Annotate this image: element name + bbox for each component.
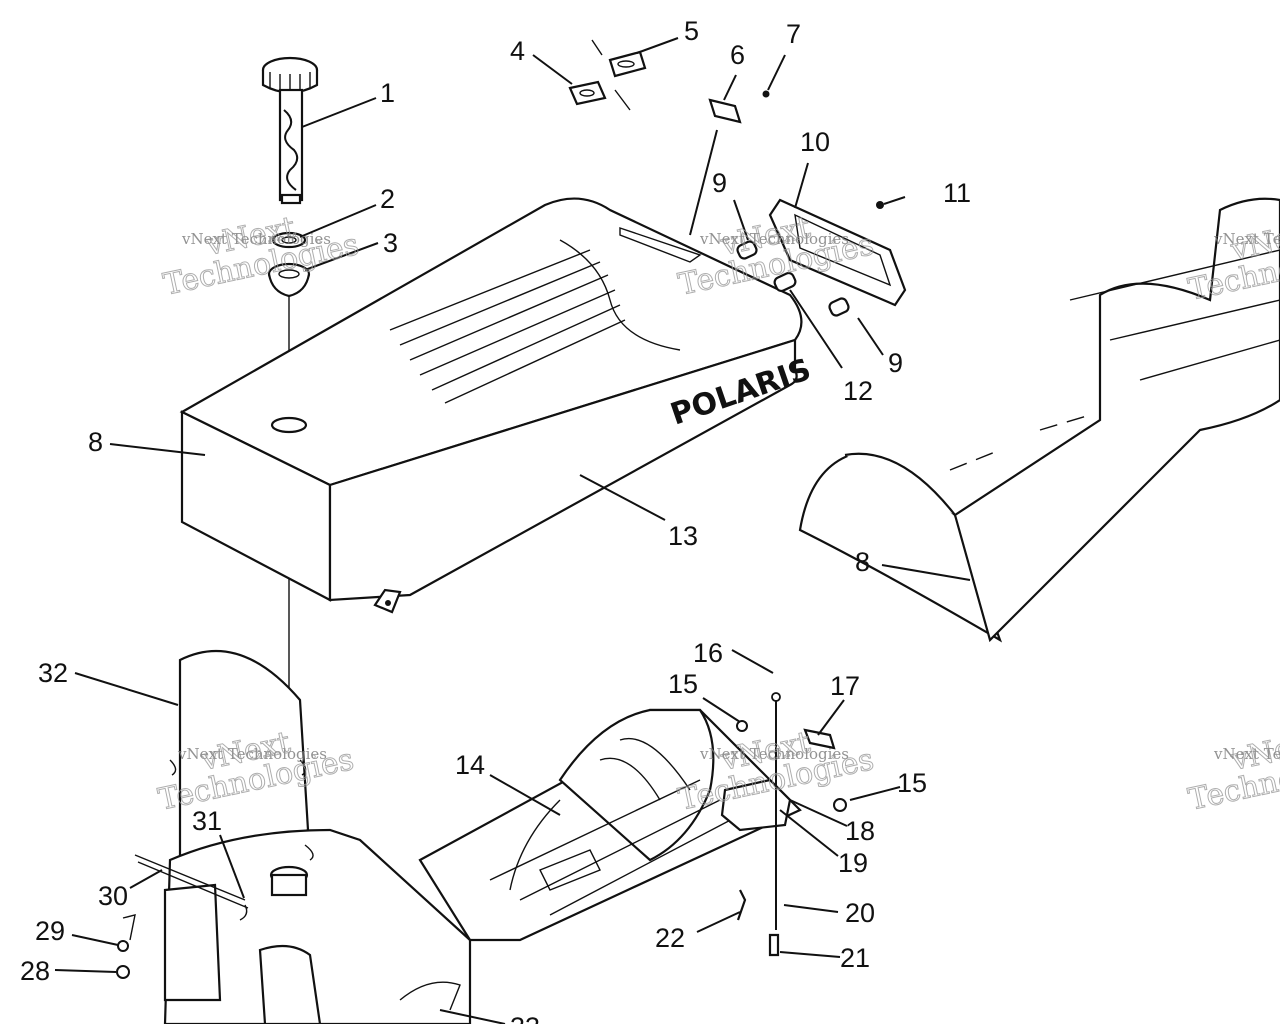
watermark-small-6: vNext Technologies [1213,745,1280,763]
callout-21: 21 [840,943,870,973]
callout-9-upper: 9 [712,168,727,198]
callout-labels: 1 2 3 4 5 6 7 8 8 9 9 10 11 12 13 14 15 … [20,16,971,1024]
fuel-tank [116,649,472,1024]
leader-lines [54,37,971,1024]
callout-15-lower: 15 [897,768,927,798]
callout-8-cover: 8 [855,547,870,577]
callout-8-seat: 8 [88,427,103,457]
callout-30: 30 [98,881,128,911]
callout-14: 14 [455,750,485,780]
callout-33: 33 [510,1012,540,1024]
callout-13: 13 [668,521,698,551]
callout-28: 28 [20,956,50,986]
watermark-small-3: vNext Technologies [1213,230,1280,248]
callout-5: 5 [684,16,699,46]
watermark-small-2: vNext Technologies [699,230,849,248]
callout-3: 3 [383,228,398,258]
callout-17: 17 [830,671,860,701]
callout-20: 20 [845,898,875,928]
taillight-assembly [736,196,907,317]
callout-29: 29 [35,916,65,946]
watermark-small-5: vNext Technologies [699,745,849,763]
callout-1: 1 [380,78,395,108]
bracket-parts [568,39,770,124]
callout-31: 31 [192,806,222,836]
callout-7: 7 [786,19,801,49]
watermark-small-4: vNext Technologies [177,745,327,763]
callout-9-lower: 9 [888,348,903,378]
callout-16: 16 [693,638,723,668]
watermark-1: vNext Technologies [160,210,362,304]
callout-22: 22 [655,923,685,953]
callout-32: 32 [38,658,68,688]
callout-11: 11 [943,178,971,208]
watermark-small-1: vNext Technologies [181,230,331,248]
seat-base [399,692,847,1011]
callout-10: 10 [800,127,830,157]
seat-cover [798,197,1280,643]
callout-4: 4 [510,36,525,66]
watermark-6: vNext Technologies [1185,725,1280,819]
callout-2: 2 [380,184,395,214]
seat-assembly: POLARIS [179,197,815,614]
callout-15-upper: 15 [668,669,698,699]
callout-12: 12 [843,376,873,406]
callout-6: 6 [730,40,745,70]
callout-18: 18 [845,816,875,846]
callout-19: 19 [838,848,868,878]
